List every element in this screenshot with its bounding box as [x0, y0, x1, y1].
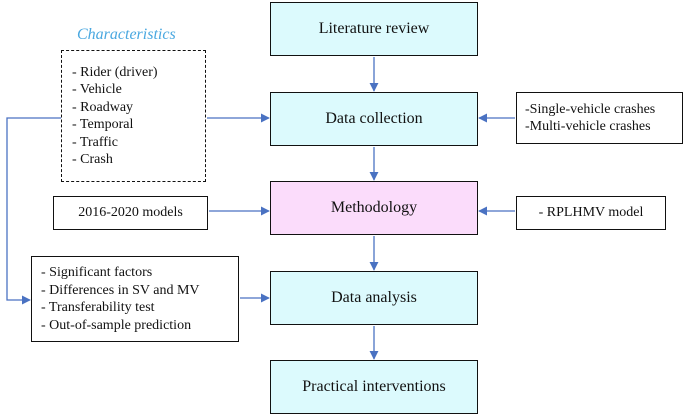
practical-interventions-box: Practical interventions — [270, 360, 478, 414]
practical-interventions-label: Practical interventions — [302, 378, 446, 395]
characteristic-item: - Traffic — [72, 134, 119, 150]
analysis-results-box: - Significant factors - Differences in S… — [31, 256, 239, 342]
characteristic-item: - Roadway — [72, 99, 134, 115]
data-analysis-box: Data analysis — [270, 271, 478, 325]
characteristic-item: - Rider (driver) — [72, 64, 158, 80]
data-collection-label: Data collection — [325, 110, 423, 127]
arrow-collection-loop-to-results — [6, 117, 61, 305]
literature-review-box: Literature review — [270, 2, 478, 56]
characteristics-list: - Rider (driver) - Vehicle - Roadway - T… — [61, 50, 206, 182]
data-collection-box: Data collection — [270, 92, 478, 146]
model-name-label: - RPLHMV model — [538, 205, 644, 220]
models-input-label: 2016-2020 models — [78, 205, 183, 220]
crash-types-box: -Single-vehicle crashes -Multi-vehicle c… — [516, 92, 683, 144]
characteristic-item: - Crash — [72, 152, 113, 167]
analysis-result-item: - Transferability test — [41, 300, 155, 315]
crash-type-item: -Single-vehicle crashes — [525, 101, 656, 117]
characteristic-item: - Vehicle — [72, 82, 122, 97]
crash-type-item: -Multi-vehicle crashes — [525, 119, 651, 134]
data-analysis-label: Data analysis — [331, 289, 417, 306]
model-name-box: - RPLHMV model — [516, 196, 666, 230]
characteristic-item: - Temporal — [72, 117, 134, 132]
characteristics-caption: Characteristics — [77, 26, 176, 43]
methodology-box: Methodology — [270, 181, 478, 235]
literature-review-label: Literature review — [318, 20, 430, 37]
models-input-box: 2016-2020 models — [53, 196, 208, 230]
methodology-label: Methodology — [330, 199, 418, 216]
analysis-result-item: - Out-of-sample prediction — [41, 317, 192, 333]
analysis-result-item: - Differences in SV and MV — [41, 282, 200, 298]
analysis-result-item: - Significant factors — [41, 265, 153, 280]
